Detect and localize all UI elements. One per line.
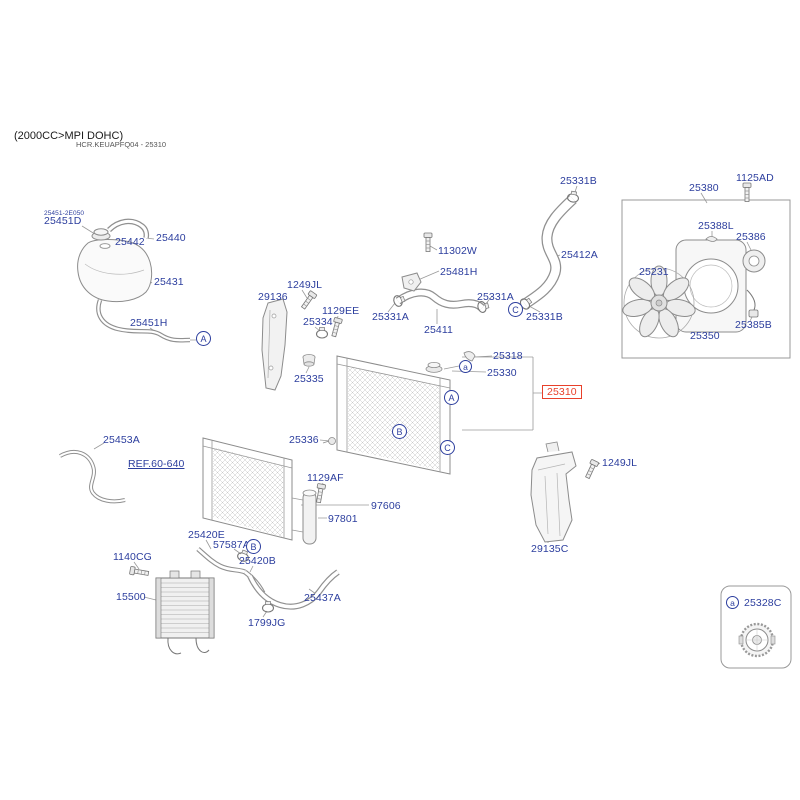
- part-label-25335[interactable]: 25335: [294, 373, 324, 385]
- inlet-hose-drawing: [518, 190, 581, 312]
- part-label-25331a-1[interactable]: 25331A: [372, 311, 409, 323]
- ref-marker-a-cap: a: [459, 360, 472, 373]
- mount-grommet-drawing: [302, 326, 329, 367]
- part-label-25388l[interactable]: 25388L: [698, 220, 734, 232]
- part-label-1249jl-right[interactable]: 1249JL: [602, 457, 638, 469]
- part-label-25431[interactable]: 25431: [154, 276, 184, 288]
- reservoir-tank-drawing: [77, 228, 153, 303]
- legend-box-drawing: [720, 585, 792, 669]
- part-label-25481h[interactable]: 25481H: [440, 266, 478, 278]
- part-label-11302w[interactable]: 11302W: [438, 245, 477, 257]
- part-label-25453a[interactable]: 25453A: [103, 434, 140, 446]
- part-label-25331a-2[interactable]: 25331A: [477, 291, 514, 303]
- part-label-25420e[interactable]: 25420E: [188, 529, 225, 541]
- part-label-29136[interactable]: 29136: [258, 291, 288, 303]
- part-label-25380[interactable]: 25380: [689, 182, 719, 194]
- part-label-25310-selected[interactable]: 25310: [542, 385, 582, 399]
- part-label-25451h[interactable]: 25451H: [130, 317, 168, 329]
- part-label-25451d[interactable]: 25451D: [44, 215, 82, 227]
- condenser-drawing: [202, 437, 327, 545]
- ref-marker-C-hose-end: C: [508, 302, 523, 317]
- radiator-bracket-drawing: [261, 298, 288, 391]
- ref-marker-A-radiator: A: [444, 390, 459, 405]
- part-label-25331b-2[interactable]: 25331B: [526, 311, 563, 323]
- part-label-97801[interactable]: 97801: [328, 513, 358, 525]
- reservoir-hose-drawing: [107, 218, 150, 239]
- part-label-29135c[interactable]: 29135C: [531, 543, 569, 555]
- ref-marker-A-hose-end: A: [196, 331, 211, 346]
- overflow-hose-drawing: [96, 299, 191, 343]
- lower-hoses-drawing: [196, 290, 343, 613]
- drawing-code: HCR.KEUAPFQ04 - 25310: [76, 140, 167, 149]
- part-label-1129ee[interactable]: 1129EE: [322, 305, 360, 317]
- part-label-25437a[interactable]: 25437A: [304, 592, 341, 604]
- ref-marker-B-hose: B: [246, 539, 261, 554]
- part-label-25440[interactable]: 25440: [156, 232, 186, 244]
- part-label-25330[interactable]: 25330: [487, 367, 517, 379]
- part-label-1799jg[interactable]: 1799JG: [248, 617, 286, 629]
- radiator-drawing: [322, 351, 476, 475]
- part-label-25420b[interactable]: 25420B: [239, 555, 276, 567]
- ref-marker-C-radiator: C: [440, 440, 455, 455]
- ref-marker-B-radiator: B: [392, 424, 407, 439]
- part-label-25331b-1[interactable]: 25331B: [560, 175, 597, 187]
- ac-pipe-drawing: [59, 450, 126, 504]
- legend-marker-a: a: [726, 596, 739, 609]
- part-label-25334[interactable]: 25334: [303, 316, 333, 328]
- fan-assembly-drawing: [621, 182, 791, 359]
- part-label-25442[interactable]: 25442: [115, 236, 145, 248]
- ref-link-60-640[interactable]: REF.60-640: [128, 458, 185, 470]
- part-label-25385b[interactable]: 25385B: [735, 319, 772, 331]
- part-label-97606[interactable]: 97606: [371, 500, 401, 512]
- part-label-1249jl-left[interactable]: 1249JL: [287, 279, 323, 291]
- part-label-57587a[interactable]: 57587A: [213, 539, 250, 551]
- part-label-1129af[interactable]: 1129AF: [307, 472, 344, 484]
- part-label-25336[interactable]: 25336: [289, 434, 319, 446]
- part-label-25350[interactable]: 25350: [690, 330, 720, 342]
- part-label-25231[interactable]: 25231: [639, 266, 669, 278]
- part-label-25411[interactable]: 25411: [424, 324, 453, 336]
- part-label-25451-2e050: 25451-2E050: [44, 210, 85, 217]
- part-label-25412a[interactable]: 25412A: [561, 249, 598, 261]
- drawing-title: (2000CC>MPI DOHC): [14, 130, 124, 142]
- hose-bracket-drawing: [401, 232, 433, 292]
- side-reservoir-drawing: [530, 441, 600, 543]
- part-label-25318[interactable]: 25318: [493, 350, 523, 362]
- part-label-1125ad[interactable]: 1125AD: [736, 172, 774, 184]
- part-label-15500[interactable]: 15500: [116, 591, 146, 603]
- part-label-25386[interactable]: 25386: [736, 231, 766, 243]
- oil-cooler-drawing: [129, 565, 215, 655]
- upper-hose-drawing: [391, 288, 491, 314]
- part-label-25328c[interactable]: 25328C: [744, 597, 782, 609]
- part-label-1140cg[interactable]: 1140CG: [113, 551, 152, 563]
